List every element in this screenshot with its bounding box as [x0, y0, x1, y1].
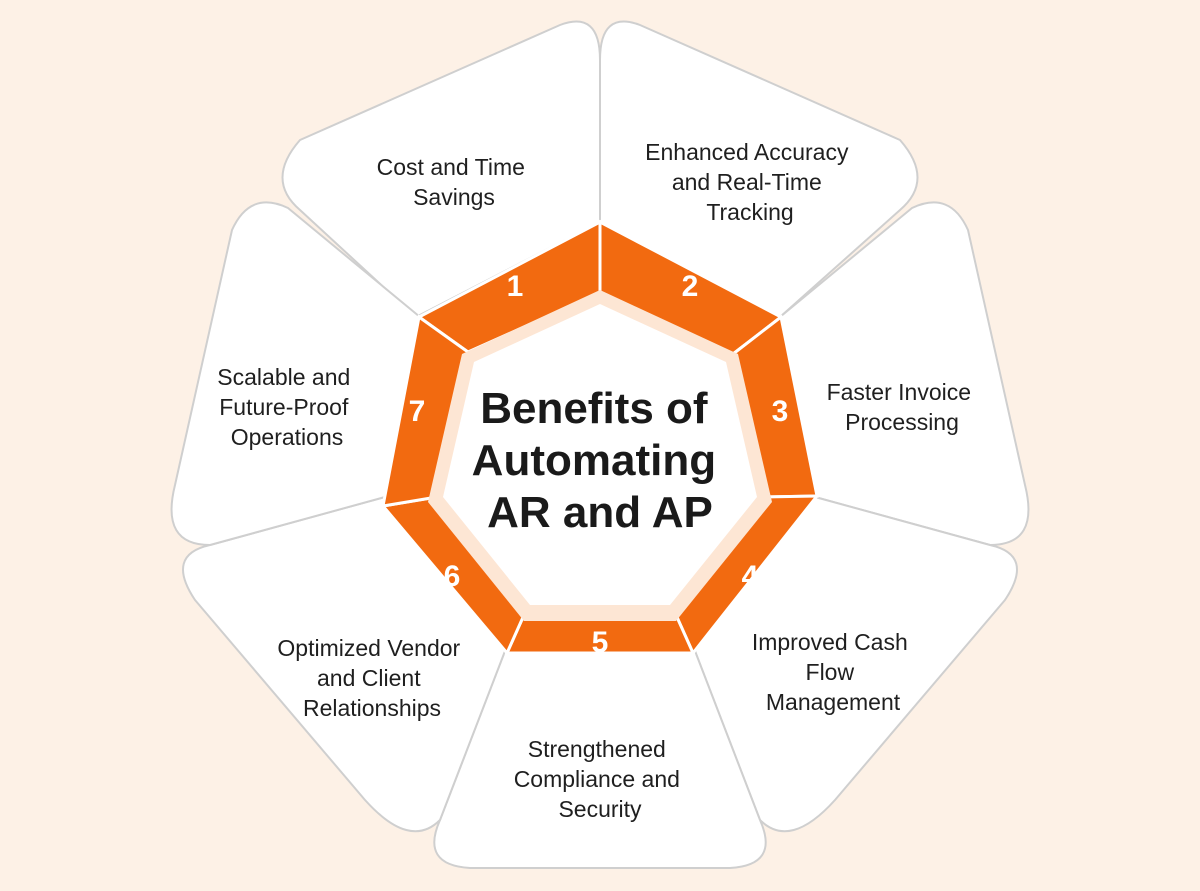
- label-3: Faster Invoice Processing: [827, 379, 978, 435]
- label-5-line-2: Compliance and: [514, 766, 680, 792]
- petal-2: [599, 20, 919, 318]
- label-2-line-2: and Real-Time: [672, 169, 822, 195]
- label-5: Strengthened Compliance and Security: [514, 736, 687, 822]
- label-3-line-1: Faster Invoice: [827, 379, 971, 405]
- label-7-line-2: Future-Proof: [219, 394, 349, 420]
- label-4-line-1: Improved Cash: [752, 629, 908, 655]
- label-2: Enhanced Accuracy and Real-Time Tracking: [645, 139, 855, 225]
- label-7-line-3: Operations: [231, 424, 344, 450]
- petal-5: [433, 611, 767, 869]
- label-6-line-2: and Client: [317, 665, 421, 691]
- label-5-line-1: Strengthened: [528, 736, 666, 762]
- label-4: Improved Cash Flow Management: [752, 629, 914, 715]
- diagram-title: Benefits of Automating AR and AP: [472, 384, 729, 537]
- label-7-line-1: Scalable and: [217, 364, 350, 390]
- title-line-2: Automating: [472, 436, 716, 485]
- label-6-line-3: Relationships: [303, 695, 441, 721]
- label-1-line-2: Savings: [413, 184, 495, 210]
- petal-7: [170, 201, 421, 546]
- label-2-line-1: Enhanced Accuracy: [645, 139, 849, 165]
- label-2-line-3: Tracking: [706, 199, 793, 225]
- petal-ring: [170, 20, 1030, 869]
- number-3: 3: [772, 395, 789, 428]
- hub: [443, 304, 757, 605]
- title-line-3: AR and AP: [487, 488, 713, 537]
- label-1-line-1: Cost and Time: [377, 154, 525, 180]
- petal-6: [182, 496, 521, 833]
- number-2: 2: [682, 270, 699, 303]
- label-6: Optimized Vendor and Client Relationship…: [277, 635, 466, 721]
- number-5: 5: [592, 626, 609, 659]
- number-6: 6: [444, 560, 461, 593]
- number-7: 7: [409, 395, 426, 428]
- petal-1: [281, 20, 601, 318]
- number-4: 4: [742, 560, 759, 593]
- label-4-line-2: Flow: [806, 659, 855, 685]
- label-7: Scalable and Future-Proof Operations: [217, 364, 356, 450]
- petal-3: [779, 201, 1030, 546]
- label-1: Cost and Time Savings: [377, 154, 532, 210]
- number-1: 1: [507, 270, 524, 303]
- label-3-line-2: Processing: [845, 409, 959, 435]
- label-6-line-1: Optimized Vendor: [277, 635, 460, 661]
- label-4-line-3: Management: [766, 689, 901, 715]
- title-line-1: Benefits of: [480, 384, 708, 433]
- petal-4: [679, 496, 1018, 833]
- label-5-line-3: Security: [558, 796, 642, 822]
